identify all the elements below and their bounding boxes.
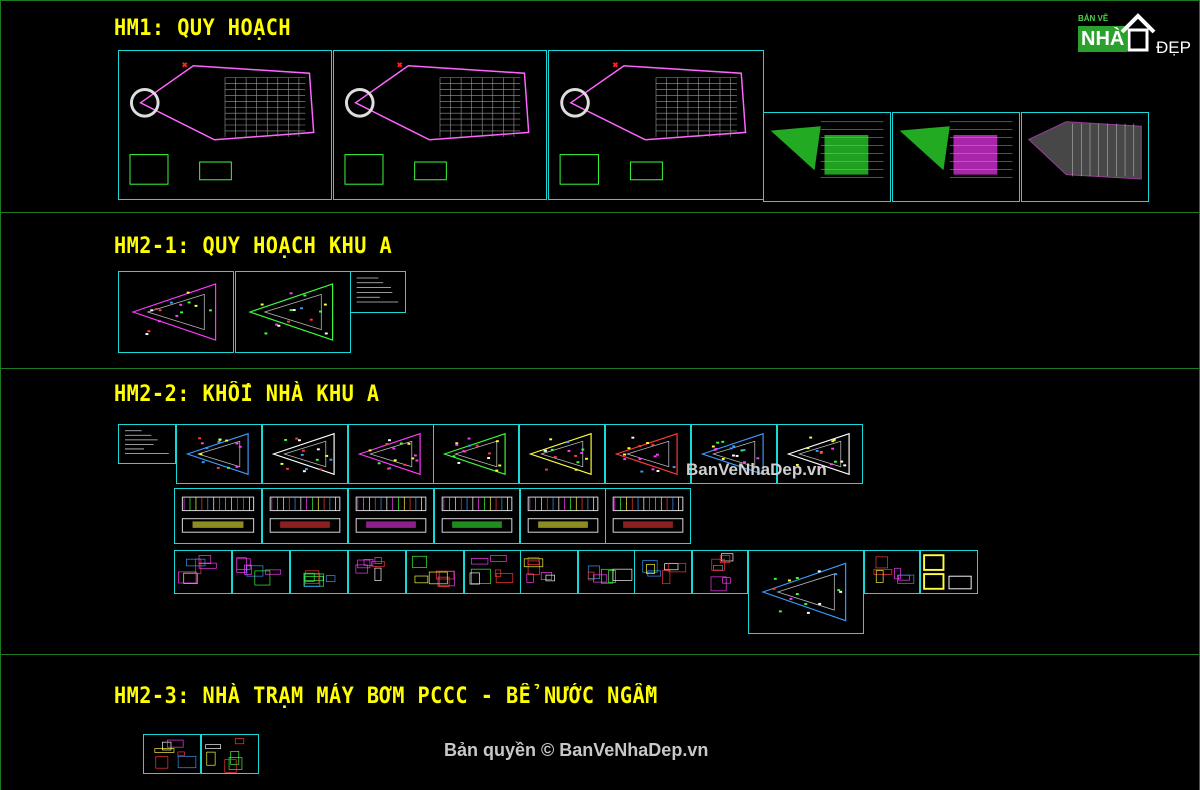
drawing-sheet-thumbnail[interactable] <box>520 550 578 594</box>
drawing-sheet-thumbnail[interactable] <box>406 550 464 594</box>
drawing-sheet-thumbnail[interactable] <box>692 550 748 594</box>
drawing-sheet-thumbnail[interactable] <box>348 550 406 594</box>
drawing-sheet-thumbnail[interactable] <box>118 50 332 200</box>
section-separator <box>0 212 1200 213</box>
logo-sub-text: ĐẸP <box>1156 38 1191 57</box>
watermark-copyright: Bản quyền © BanVeNhaDep.vn <box>444 740 709 760</box>
drawing-sheet-thumbnail[interactable] <box>605 488 691 544</box>
frame-top <box>0 0 1200 1</box>
drawing-sheet-thumbnail[interactable] <box>763 112 891 202</box>
section-title-hm1: HM1: QUY HOẠCH <box>114 16 292 41</box>
drawing-sheet-thumbnail[interactable] <box>634 550 692 594</box>
drawing-sheet-thumbnail[interactable] <box>348 424 434 484</box>
section-title-hm2-1: HM2-1: QUY HOẠCH KHU A <box>114 234 393 259</box>
drawing-sheet-thumbnail[interactable] <box>176 424 262 484</box>
section-title-hm2-2: HM2-2: KHỐI NHÀ KHU A <box>114 382 380 407</box>
drawing-sheet-thumbnail[interactable] <box>262 488 348 544</box>
drawing-sheet-thumbnail[interactable] <box>118 424 176 464</box>
drawing-sheet-thumbnail[interactable] <box>174 488 262 544</box>
drawing-sheet-thumbnail[interactable] <box>519 424 605 484</box>
section-title-hm2-3: HM2-3: NHÀ TRẠM MÁY BƠM PCCC - BỂ NƯỚC N… <box>114 684 658 709</box>
site-logo: BẢN VẼ NHÀ ĐẸP <box>1076 12 1194 66</box>
drawing-sheet-thumbnail[interactable] <box>691 424 777 484</box>
drawing-sheet-thumbnail[interactable] <box>748 550 864 634</box>
logo-top-text: BẢN VẼ <box>1078 14 1109 23</box>
drawing-sheet-thumbnail[interactable] <box>201 734 259 774</box>
watermark-middle: BanVeNhaDep.vn <box>686 460 827 479</box>
frame-left <box>0 0 1 790</box>
drawing-sheet-thumbnail[interactable] <box>548 50 764 200</box>
section-separator <box>0 654 1200 655</box>
drawing-sheet-thumbnail[interactable] <box>605 424 691 484</box>
drawing-sheet-thumbnail[interactable] <box>232 550 290 594</box>
section-separator <box>0 368 1200 369</box>
drawing-sheet-thumbnail[interactable] <box>464 550 522 594</box>
drawing-sheet-thumbnail[interactable] <box>892 112 1020 202</box>
drawing-sheet-thumbnail[interactable] <box>174 550 232 594</box>
drawing-sheet-thumbnail[interactable] <box>350 271 406 313</box>
drawing-sheet-thumbnail[interactable] <box>434 488 520 544</box>
drawing-sheet-thumbnail[interactable] <box>578 550 636 594</box>
drawing-sheet-thumbnail[interactable] <box>920 550 978 594</box>
drawing-sheet-thumbnail[interactable] <box>143 734 201 774</box>
drawing-sheet-thumbnail[interactable] <box>777 424 863 484</box>
drawing-sheet-thumbnail[interactable] <box>433 424 519 484</box>
drawing-sheet-thumbnail[interactable] <box>290 550 348 594</box>
drawing-sheet-thumbnail[interactable] <box>1021 112 1149 202</box>
drawing-sheet-thumbnail[interactable] <box>864 550 920 594</box>
drawing-sheet-thumbnail[interactable] <box>262 424 348 484</box>
drawing-sheet-thumbnail[interactable] <box>348 488 434 544</box>
drawing-sheet-thumbnail[interactable] <box>235 271 351 353</box>
logo-main-text: NHÀ <box>1078 26 1128 52</box>
drawing-sheet-thumbnail[interactable] <box>118 271 234 353</box>
drawing-sheet-thumbnail[interactable] <box>520 488 606 544</box>
drawing-sheet-thumbnail[interactable] <box>333 50 547 200</box>
house-icon <box>1120 13 1156 52</box>
